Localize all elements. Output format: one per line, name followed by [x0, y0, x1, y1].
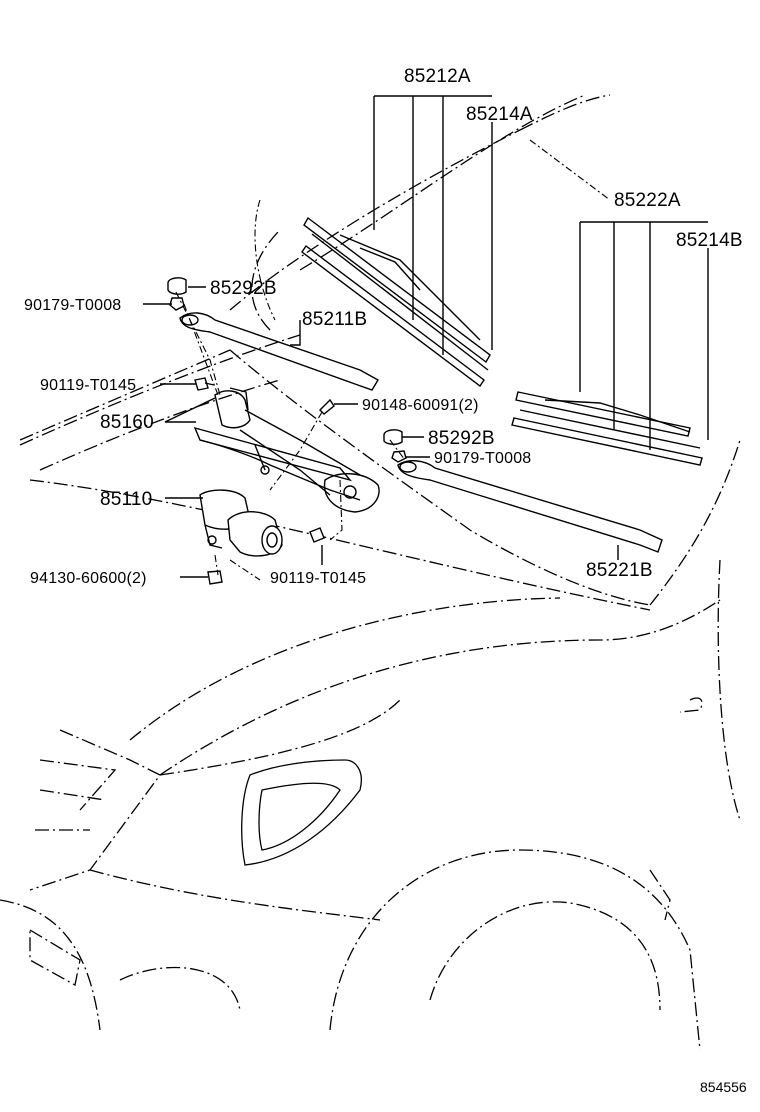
label-90179-T0008-left: 90179-T0008	[24, 297, 121, 314]
label-85110: 85110	[100, 489, 152, 510]
label-90148-60091: 90148-60091(2)	[362, 397, 479, 414]
label-85211B: 85211B	[302, 309, 367, 330]
label-90119-T0145-lower: 90119-T0145	[270, 570, 366, 587]
label-94130-60600: 94130-60600(2)	[30, 570, 147, 587]
label-85292B-right: 85292B	[428, 428, 495, 449]
leader-lines	[143, 95, 709, 578]
front-wiper-blade	[301, 216, 491, 388]
rear-wiper-blade	[511, 391, 703, 466]
label-90119-T0145-upper: 90119-T0145	[40, 377, 136, 394]
left-wiper-arm	[179, 312, 379, 391]
label-90179-T0008-right: 90179-T0008	[434, 450, 531, 467]
label-85214B: 85214B	[676, 230, 743, 251]
wiper-motor	[199, 489, 283, 557]
label-85212A: 85212A	[404, 66, 471, 87]
relation-lines	[175, 139, 611, 581]
right-wiper-arm	[397, 460, 663, 553]
label-85292B-left: 85292B	[210, 278, 277, 299]
label-85214A: 85214A	[466, 104, 533, 125]
label-85221B: 85221B	[586, 560, 653, 581]
link-assembly	[193, 387, 380, 513]
diagram-id: 854556	[700, 1079, 747, 1095]
label-85222A: 85222A	[614, 190, 681, 211]
vehicle-outline	[0, 94, 741, 1051]
part-labels: 85212A 85214A 85222A 85214B 85292B 90179…	[24, 66, 747, 1095]
label-85160: 85160	[100, 412, 154, 433]
